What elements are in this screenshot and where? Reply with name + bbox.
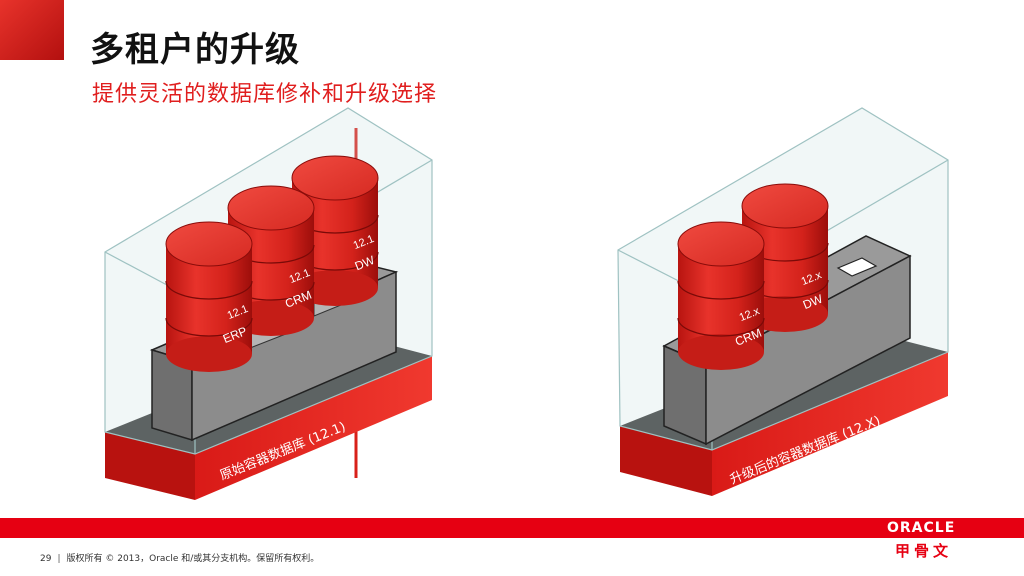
footer-separator: | bbox=[57, 554, 61, 564]
oracle-logo-chinese: 甲骨文 bbox=[895, 542, 953, 560]
footer-text: 29 | 版权所有 © 2013，Oracle 和/或其分支机构。保留所有权利。 bbox=[40, 551, 319, 564]
left-db-erp bbox=[165, 221, 253, 372]
right-base-front bbox=[620, 426, 712, 496]
right-db-crm bbox=[677, 221, 765, 370]
left-container: 12.1 DW 12.1 CRM 12.1 ERP 原始容器数据库 (12.1) bbox=[104, 107, 433, 500]
right-empty-slot bbox=[836, 257, 878, 277]
slide-subtitle: 提供灵活的数据库修补和升级选择 bbox=[92, 82, 438, 107]
copyright-text: 版权所有 © 2013，Oracle 和/或其分支机构。保留所有权利。 bbox=[66, 554, 320, 564]
right-base-side bbox=[712, 352, 948, 496]
oracle-logo-english: ORACLE bbox=[887, 520, 956, 536]
left-base-side bbox=[195, 356, 432, 500]
right-container: 12.x DW 12.x CRM 升级后的容器数据库 (12.X) bbox=[617, 107, 949, 496]
footer-bar bbox=[0, 518, 1024, 538]
right-block-side bbox=[705, 254, 911, 446]
slide-title: 多租户的升级 bbox=[90, 30, 300, 70]
corner-accent bbox=[0, 0, 64, 60]
page-number: 29 bbox=[40, 554, 52, 564]
